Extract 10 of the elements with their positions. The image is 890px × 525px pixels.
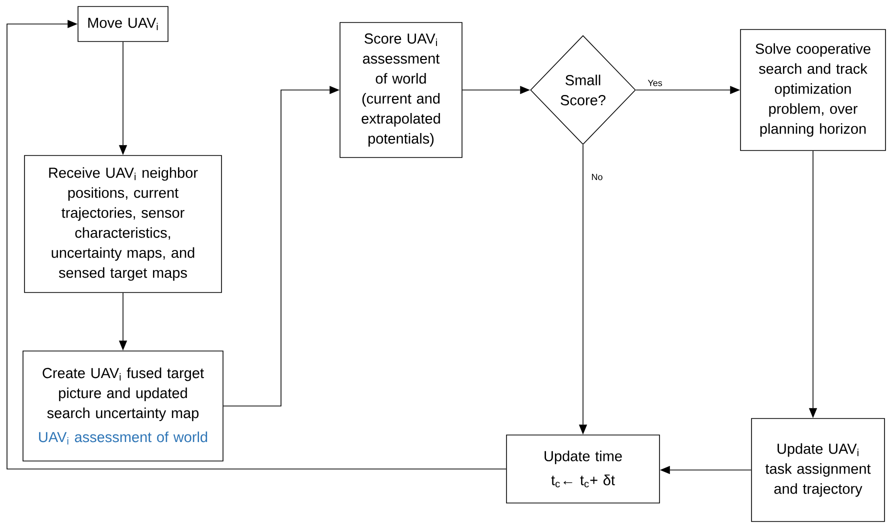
process-box: Score UAV$_{i}$ assessment of world (current and extrapolated potentials) (340, 22, 462, 158)
arrow (6, 20, 506, 470)
edge-label: Yes (646, 78, 664, 88)
process-box: Update time t$_{c}$← t$_{c}$+ δt (506, 434, 660, 504)
process-box: Receive UAV$_{i}$ neighbor positions, current trajectories, sensor characteristics, uncertainty maps, and sensed target maps (24, 155, 222, 293)
edge-label: No (590, 172, 604, 182)
process-box: Solve cooperative search and track optimization problem, over planning horizon (740, 29, 886, 151)
process-box: Create UAV$_{i}$ fused target picture and updated search uncertainty map UAV$_{i}$ assessment of world (22, 350, 224, 462)
process-box: Update UAV$_{i}$ task assignment and trajectory (751, 418, 885, 522)
process-box: Move UAV$_{i}$ (78, 6, 168, 42)
